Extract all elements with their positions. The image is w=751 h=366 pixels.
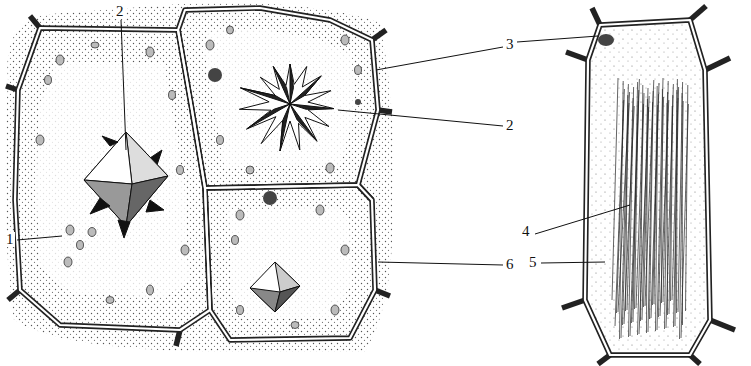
- raphide: [630, 90, 639, 336]
- druse-crystal: [239, 64, 333, 151]
- callout-number: 2: [115, 4, 125, 19]
- raphide: [639, 96, 649, 334]
- raphide: [669, 106, 672, 314]
- druse-facet: [290, 64, 294, 104]
- druse-facet: [273, 67, 290, 105]
- raphide: [646, 99, 648, 333]
- raphide: [657, 78, 663, 330]
- plastids: [36, 26, 362, 329]
- raphide-bundle: [612, 78, 688, 339]
- raphide: [654, 86, 657, 304]
- druse-facet: [241, 88, 291, 104]
- cell-walls: [6, 8, 392, 346]
- raphide: [650, 91, 654, 319]
- druse-facet: [247, 104, 290, 129]
- crystals: [84, 64, 334, 312]
- raphide: [686, 85, 688, 311]
- callout-number: 3: [505, 37, 515, 52]
- leader-lines: [17, 20, 630, 265]
- druse-facet: [290, 76, 321, 104]
- small-octahedral-crystal: [250, 262, 300, 312]
- callout-number: 1: [5, 232, 15, 247]
- callout-number: 2: [505, 118, 515, 133]
- callout-number: 6: [505, 257, 515, 272]
- raphide: [620, 81, 624, 339]
- druse-shading: [241, 64, 334, 151]
- elongated-cell: [562, 6, 735, 364]
- intercellular-tissue: [5, 3, 393, 352]
- cells: [15, 8, 378, 340]
- raphide: [675, 90, 677, 326]
- raphide: [674, 87, 679, 327]
- druse-facet: [290, 104, 317, 141]
- callout-number: 4: [521, 224, 531, 239]
- callout-number: 5: [528, 255, 538, 270]
- druse-facet: [290, 104, 334, 109]
- raphide: [632, 79, 640, 323]
- druse-facet: [280, 104, 290, 151]
